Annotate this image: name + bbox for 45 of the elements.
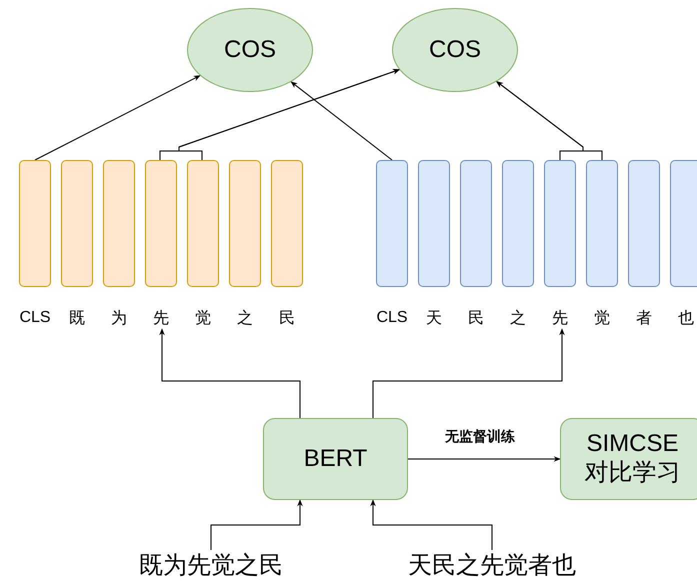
token-label: 民 [458,307,494,329]
arrow [372,328,565,418]
token-vector-bar [145,160,177,287]
arrow [370,499,492,550]
token-vector-bar [187,160,219,287]
token-label: 者 [626,307,662,329]
token-vector-bar [103,160,135,287]
token-label: 先 [143,307,179,329]
arrow [290,81,392,160]
token-vector-bar [61,160,93,287]
token-vector-bar [628,160,660,287]
token-vector-bar [271,160,303,287]
token-vector-bar [376,160,408,287]
arrow [210,499,303,550]
token-label: CLS [17,307,53,329]
token-vector-bar [670,160,697,287]
token-label: 之 [500,307,536,329]
arrow [408,456,561,462]
token-vector-bar [229,160,261,287]
token-label: 为 [101,307,137,329]
arrow [496,81,602,160]
token-label: 民 [269,307,305,329]
similarity-ellipse: COS [392,8,518,92]
token-vector-bar [544,160,576,287]
token-vector-bar [502,160,534,287]
process-box: SIMCSE 对比学习 [560,418,697,500]
token-label: 先 [542,307,578,329]
token-label: 既 [59,307,95,329]
token-label: 之 [227,307,263,329]
token-vector-bar [460,160,492,287]
token-label: 天 [416,307,452,329]
token-label: 也 [668,307,697,329]
token-vector-bar [418,160,450,287]
token-vector-bar [19,160,51,287]
arrow [34,75,201,160]
token-label: 觉 [185,307,221,329]
input-sentence: 既为先觉之民 [131,550,291,580]
input-sentence: 天民之先觉者也 [402,550,582,580]
arrow [159,328,300,418]
similarity-ellipse: COS [187,8,313,92]
token-label: CLS [374,307,410,329]
edge-label: 无监督训练 [443,428,517,446]
token-label: 觉 [584,307,620,329]
token-vector-bar [586,160,618,287]
process-box: BERT [263,418,408,500]
